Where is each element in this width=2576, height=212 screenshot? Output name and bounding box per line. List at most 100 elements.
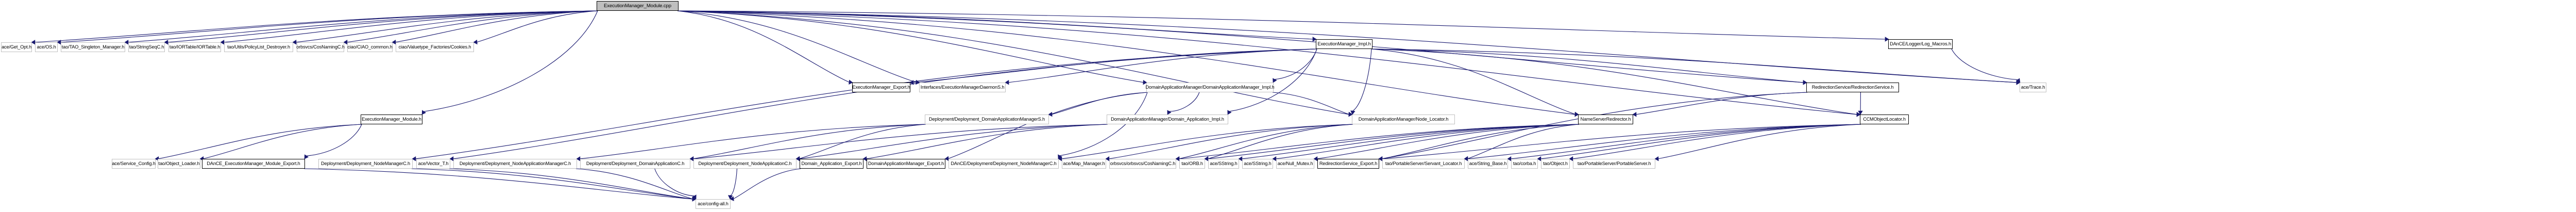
graph-node[interactable]: DomainApplicationManager/DomainApplicati… [1145,83,1275,92]
graph-node[interactable]: DAnCE/Deployment/Deployment_NodeManagerC… [948,159,1059,169]
graph-node-label: DomainApplicationManager_Export.h [868,160,944,166]
graph-node[interactable]: orbsvcs/CosNamingC.h [296,42,345,52]
graph-node[interactable]: ace/Trace.h [2020,83,2046,92]
graph-node-label: ace/Service_Config.h [112,160,156,166]
graph-edge-arrowhead [1569,156,1573,161]
graph-node[interactable]: CCMObjectLocator.h [1860,115,1909,124]
graph-node[interactable]: tao/StringSeqC.h [128,42,165,52]
graph-edge [1658,124,1861,159]
graph-node[interactable]: ace/String_Base.h [1468,159,1508,169]
graph-edge-arrowhead [916,79,920,85]
graph-edge-arrowhead [1803,80,1807,85]
graph-node[interactable]: DomainApplicationManager/Domain_Applicat… [1107,115,1228,124]
graph-node[interactable]: tao/Utils/PolicyList_Destroyer.h [224,42,293,52]
graph-node[interactable]: ExecutionManager_Impl.h [1316,39,1372,49]
graph-node[interactable]: tao/PortableServer/Servant_Locator.h [1382,159,1465,169]
graph-edge-arrowhead [1204,156,1209,161]
graph-node-label: tao/IORTable/IORTable.h [169,44,221,50]
graph-edge-arrowhead [124,40,129,45]
graph-edge [415,48,1317,159]
graph-node-label: Deployment/Deployment_DomainApplicationM… [928,116,1045,122]
graph-node-label: ace/OS.h [37,44,56,50]
graph-node[interactable]: tao/PortableServer/PortableServer.h [1573,159,1655,169]
graph-node[interactable]: tao/IORTable/IORTable.h [168,42,221,52]
graph-node-root[interactable]: ExecutionManager_Module.cpp [597,1,679,11]
graph-node-label: ace/Get_Opt.h [2,44,31,50]
graph-node[interactable]: DomainApplicationManager_Export.h [867,159,945,169]
graph-edge [1572,124,1861,159]
graph-edge-arrowhead [1105,156,1110,161]
graph-edge-arrowhead [692,197,697,202]
graph-node[interactable]: DAnCE_ExecutionManager_Module_Export.h [202,159,305,169]
graph-edge [1229,48,1317,112]
graph-node[interactable]: NameServerRedirector.h [1578,115,1633,124]
graph-edge [733,168,801,199]
graph-node[interactable]: tao/Object.h [1541,159,1570,169]
graph-node-label: Domain_Application_Export.h [801,160,862,166]
graph-node-label: Deployment/Deployment_NodeApplicationC.h [698,160,792,166]
graph-edge [1371,48,1804,83]
graph-edge-arrowhead [1167,110,1172,115]
graph-node[interactable]: orbsvcs/orbsvcs/CosNamingC.h [1109,159,1176,169]
graph-node[interactable]: ace/Null_Mutex.h [1276,159,1314,169]
graph-edge-arrowhead [1175,156,1180,161]
graph-node-label: ace/SString.h [1244,160,1272,166]
graph-node[interactable]: Interfaces/ExecutionManagerDaemonS.h [919,83,1006,92]
graph-node-label: ciao/Valuetype_Factories/Cookies.h [398,44,471,50]
graph-edge-arrowhead [1348,111,1353,117]
graph-node[interactable]: tao/TAO_Singleton_Manager.h [61,42,125,52]
graph-edge [654,168,694,197]
graph-node[interactable]: tao/ORB.h [1179,159,1205,169]
graph-node[interactable]: ace/SString.h [1208,159,1239,169]
graph-node[interactable]: ace/Map_Manager.h [1062,159,1106,169]
graph-edge [1109,124,1353,159]
graph-node[interactable]: DAnCE/Logger/Log_Macros.h [1888,39,1953,49]
graph-edge [677,10,1575,115]
graph-edge-arrowhead [1885,37,1889,42]
graph-edge [1382,124,1580,159]
graph-edge [1179,124,1580,159]
graph-edge [1371,48,1857,115]
graph-node[interactable]: ciao/Valuetype_Factories/Cookies.h [396,42,474,52]
graph-node[interactable]: ExecutionManager_Export.h [852,83,910,92]
graph-edge-arrowhead [730,196,734,201]
graph-edge-arrowhead [849,79,853,85]
graph-edge [677,10,917,83]
graph-edge-arrowhead [944,156,949,161]
graph-node[interactable]: tao/Object_Loader.h [158,159,200,169]
graph-node[interactable]: ace/Get_Opt.h [1,42,32,52]
graph-node-label: ExecutionManager_Module.h [362,116,421,122]
graph-node[interactable]: ciao/CIAO_common.h [347,42,393,52]
graph-node[interactable]: ace/OS.h [35,42,58,52]
graph-node[interactable]: ace/config-all.h [696,199,731,209]
graph-node[interactable]: Domain_Application_Export.h [800,159,863,169]
graph-node-label: tao/StringSeqC.h [129,44,164,50]
graph-node[interactable]: ExecutionManager_Module.h [361,115,422,124]
graph-edge-arrowhead [1654,156,1659,161]
graph-edge-arrowhead [343,40,348,45]
graph-node[interactable]: Deployment/Deployment_NodeApplicationMan… [453,159,577,169]
graph-edge [1276,124,1580,159]
graph-edge-arrowhead [1143,79,1147,85]
graph-edge [423,10,598,112]
graph-node[interactable]: Deployment/Deployment_NodeManagerC.h [318,159,413,169]
graph-node[interactable]: RedirectionService/RedirectionService.h [1806,83,1899,92]
graph-node-label: DomainApplicationManager/DomainApplicati… [1145,84,1275,90]
graph-edge [677,10,850,83]
graph-node[interactable]: Deployment/Deployment_DomainApplicationC… [580,159,690,169]
graph-node[interactable]: Deployment/Deployment_DomainApplicationM… [925,115,1049,124]
graph-node-label: tao/PortableServer/PortableServer.h [1577,160,1651,166]
graph-node[interactable]: ace/Service_Config.h [112,159,156,169]
graph-node-label: ciao/CIAO_common.h [347,44,393,50]
graph-node[interactable]: ace/SString.h [1242,159,1273,169]
graph-node[interactable]: tao/corba.h [1511,159,1538,169]
graph-edge-arrowhead [576,156,581,161]
graph-node[interactable]: DomainApplicationManager/Node_Locator.h [1352,115,1455,124]
graph-node[interactable]: RedirectionService_Export.h [1317,159,1379,169]
graph-node[interactable]: Deployment/Deployment_NodeApplicationC.h [693,159,796,169]
graph-edge-arrowhead [728,195,733,200]
graph-node[interactable]: ace/Vector_T.h [416,159,450,169]
graph-node-label: tao/corba.h [1513,160,1536,166]
graph-edge [1061,124,1353,159]
graph-edge [167,10,598,43]
